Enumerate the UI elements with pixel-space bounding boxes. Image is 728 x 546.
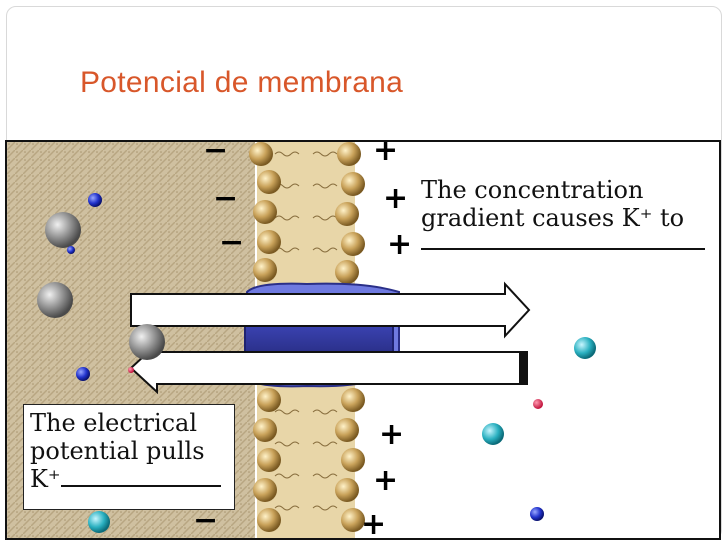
plus-sign: + — [361, 507, 387, 540]
tiny-ion — [533, 399, 543, 409]
potassium-ion — [482, 423, 504, 445]
potassium-ion — [88, 511, 110, 533]
small-ion — [88, 193, 102, 207]
small-ion — [76, 367, 90, 381]
minus-sign: − — [193, 503, 219, 538]
electrical-potential-note: The electrical potential pulls K⁺ — [23, 404, 235, 510]
answer-blank — [421, 232, 705, 250]
electrical-note-line3: K⁺ — [30, 465, 228, 493]
plus-sign: + — [387, 227, 413, 262]
slide-title: Potencial de membrana — [80, 66, 404, 99]
plus-sign: + — [379, 417, 405, 452]
small-ion — [530, 507, 544, 521]
electrical-note-ion: K⁺ — [30, 465, 61, 493]
concentration-gradient-note: The concentration gradient causes K⁺ to — [415, 172, 711, 278]
answer-blank — [60, 471, 221, 487]
concentration-note-line2: gradient causes K⁺ to — [421, 204, 685, 232]
plus-sign: + — [373, 140, 399, 168]
electrical-note-line2: potential pulls — [30, 437, 205, 465]
lipid-heads-outer — [335, 142, 365, 532]
membrane-diagram: − − − − + + + + + + The concentration gr… — [5, 140, 721, 540]
efflux-arrow — [130, 281, 531, 339]
large-anion — [37, 282, 73, 318]
potassium-ion — [574, 337, 596, 359]
large-anion — [45, 212, 81, 248]
minus-sign: − — [203, 140, 229, 168]
lipid-heads-inner — [249, 142, 281, 532]
large-anion — [129, 324, 165, 360]
minus-sign: − — [213, 181, 239, 216]
plus-sign: + — [373, 463, 399, 498]
plus-sign: + — [383, 181, 409, 216]
minus-sign: − — [219, 225, 245, 260]
electrical-note-line1: The electrical — [30, 409, 198, 437]
small-ion — [67, 246, 75, 254]
concentration-note-line1: The concentration — [421, 176, 644, 204]
tiny-ion — [128, 367, 134, 373]
influx-arrow — [129, 341, 528, 395]
